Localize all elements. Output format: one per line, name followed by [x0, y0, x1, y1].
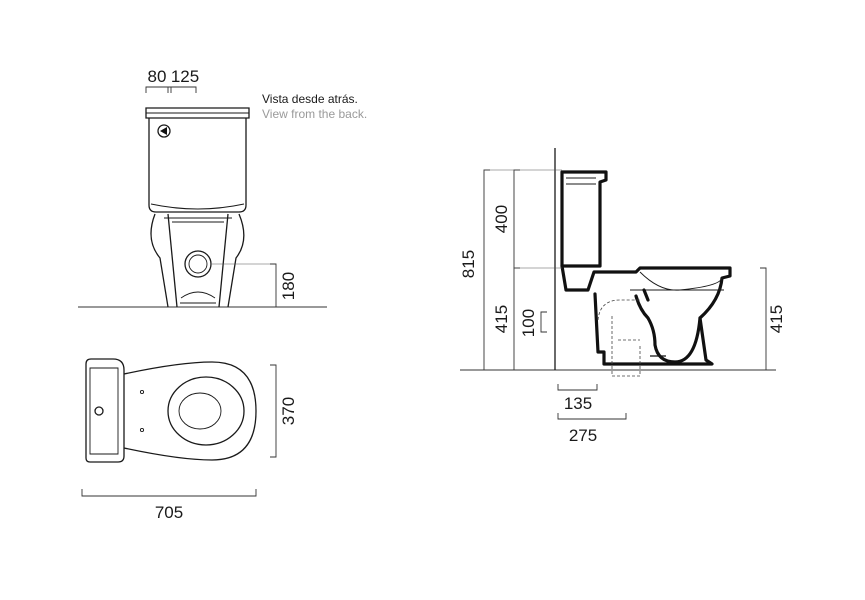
- dim-side-seat-height: 415: [492, 305, 511, 333]
- dim-plan-depth: 370: [279, 397, 298, 425]
- caption-english: View from the back.: [262, 107, 367, 121]
- dim-side-outlet-offset: 135: [564, 394, 592, 413]
- dim-back-outlet-height: 180: [279, 272, 298, 300]
- tank-lid: [145, 107, 250, 119]
- dim-side-front-height: 415: [767, 305, 786, 333]
- caption-spanish: Vista desde atrás.: [262, 92, 358, 106]
- dim-back-width-a: 80: [148, 67, 167, 86]
- dim-side-wall-offset: 275: [569, 426, 597, 445]
- back-view: 80 125 180 Vista desde atrás. View from …: [78, 67, 367, 308]
- bowl-left: [150, 213, 169, 308]
- plan-tank: [85, 358, 125, 463]
- plan-bowl: [123, 361, 257, 461]
- dim-plan-length: 705: [155, 503, 183, 522]
- dim-side-tank-height: 400: [492, 205, 511, 233]
- dim-side-total-height: 815: [459, 250, 478, 278]
- plan-flush-hole: [94, 406, 104, 416]
- side-outlet-dashed: [611, 316, 641, 377]
- outlet-circle: [184, 250, 212, 278]
- plan-view: 370 705: [81, 358, 298, 522]
- tank-body: [148, 118, 247, 213]
- flush-button-icon: [157, 124, 171, 138]
- side-trap: [634, 294, 702, 364]
- side-bowl: [560, 264, 732, 366]
- plan-seat-inner: [178, 392, 222, 430]
- plan-seat-outer: [167, 376, 245, 446]
- dim-back-width-b: 125: [171, 67, 199, 86]
- dim-side-outlet-height: 100: [519, 309, 538, 337]
- side-view: 815 400 415 100 415 135 275: [459, 148, 786, 445]
- bowl-right: [227, 213, 245, 308]
- side-tank: [560, 170, 608, 268]
